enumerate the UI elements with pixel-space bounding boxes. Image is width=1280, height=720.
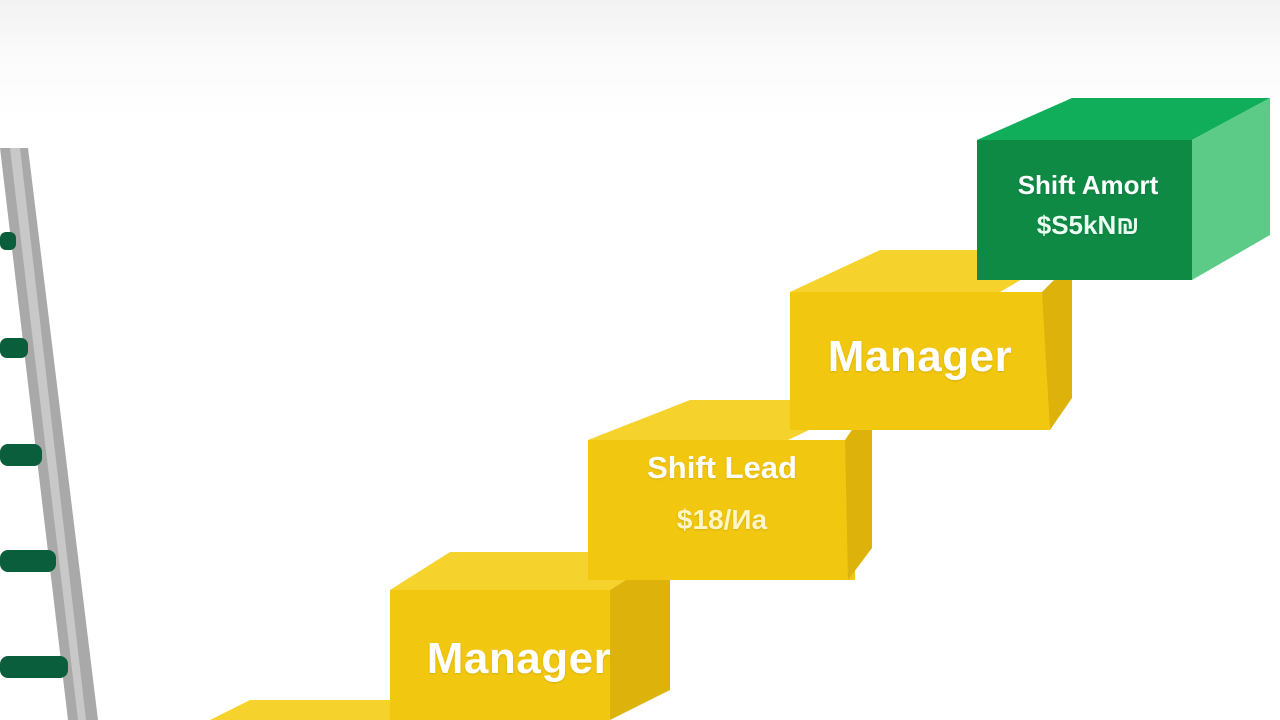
- ladder-rung: [0, 656, 68, 678]
- step-top-face: [977, 98, 1270, 140]
- step-4-title: Shift Amort: [1017, 170, 1159, 200]
- ladder-icon: [0, 148, 98, 720]
- step-2-title: Shift Lead: [647, 450, 797, 485]
- step-side-face: [1192, 98, 1270, 280]
- step-side-face: [610, 552, 670, 720]
- step-front-face: [977, 140, 1192, 280]
- ladder-rung: [0, 232, 16, 250]
- ladder-rung: [0, 444, 42, 466]
- step-front-face: [588, 440, 855, 580]
- step-block-3: [790, 250, 1072, 430]
- step-side-face: [1042, 262, 1072, 430]
- ladder-rung: [0, 550, 56, 572]
- step-2-subtitle: $18/Иа: [676, 504, 768, 535]
- step-side-face: [845, 400, 872, 580]
- step-front-face: [790, 292, 1050, 430]
- step-front-face: [390, 590, 610, 720]
- ladder-rail-highlight: [10, 148, 86, 720]
- step-block-4: [977, 98, 1270, 280]
- step-1-title: Manager: [426, 634, 612, 683]
- step-4-subtitle: $S5kN₪: [1036, 210, 1140, 240]
- step-block-1: [390, 552, 670, 720]
- step-block-partial: [210, 700, 390, 720]
- ladder-rung: [0, 338, 28, 358]
- step-3-title: Manager: [827, 332, 1013, 381]
